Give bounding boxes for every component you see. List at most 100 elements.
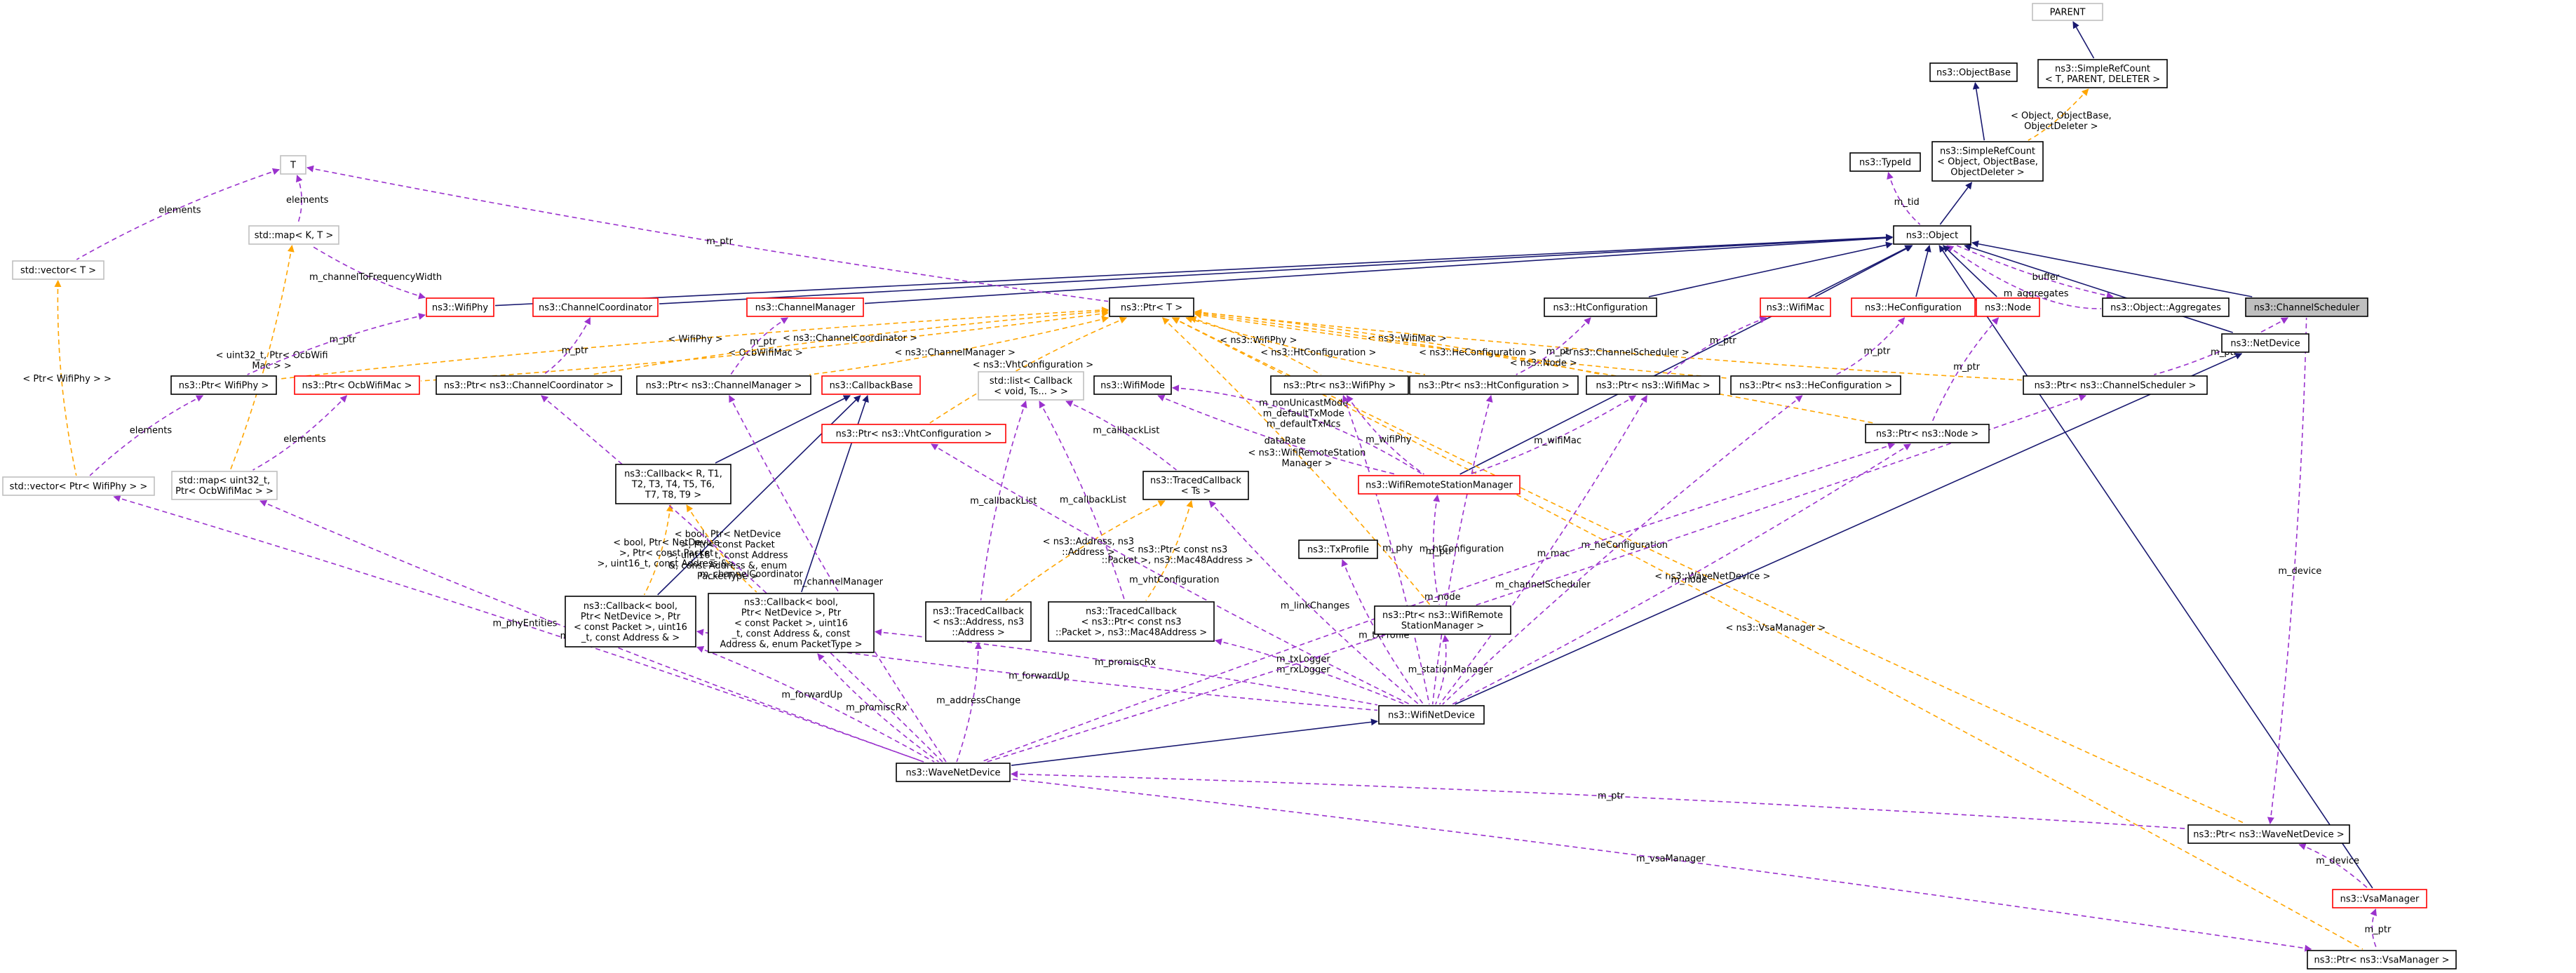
edge-label: m_promiscRx	[1095, 657, 1156, 668]
class-node-ptr-wifi-phy[interactable]: ns3::Ptr< WifiPhy >	[170, 375, 277, 395]
inherit-edge-line	[494, 234, 1893, 307]
edge-label-line: < WifiPhy >	[668, 334, 722, 344]
class-node-simple-ref-count-obj[interactable]: ns3::SimpleRefCount< Object, ObjectBase,…	[1931, 141, 2044, 182]
class-node-he-configuration[interactable]: ns3::HeConfiguration	[1851, 297, 1976, 317]
class-node-object[interactable]: ns3::Object	[1893, 225, 1971, 245]
class-node-channel-coordinator[interactable]: ns3::ChannelCoordinator	[532, 297, 659, 317]
usage-edge-line	[1432, 495, 1441, 605]
class-node-channel-manager[interactable]: ns3::ChannelManager	[746, 297, 864, 317]
edge-ptr-t-to-ptr-channel-coordinator: < ns3::ChannelCoordinator >	[592, 308, 1109, 375]
class-node-list-callback[interactable]: std::list< Callback< void, Ts... > >	[978, 371, 1084, 401]
class-name-line: std::map< K, T >	[255, 231, 334, 241]
class-node-vector-t[interactable]: std::vector< T >	[12, 260, 104, 280]
class-node-channel-scheduler[interactable]: ns3::ChannelScheduler	[2245, 297, 2368, 317]
edge-label: m_ptr	[1598, 791, 1625, 802]
edge-label: < ns3::ChannelCoordinator >	[783, 333, 917, 344]
class-node-tx-profile[interactable]: ns3::TxProfile	[1298, 539, 1378, 559]
edge-ptr-ht-configuration-to-wifi-net-device: m_htConfiguration	[1420, 395, 1504, 705]
edge-label: m_vsaManager	[1636, 854, 1706, 864]
class-node-type-id[interactable]: ns3::TypeId	[1849, 152, 1921, 172]
class-name-line: ns3::Ptr< ns3::WaveNetDevice >	[2193, 830, 2344, 840]
class-node-simple-ref-count[interactable]: ns3::SimpleRefCount< T, PARENT, DELETER …	[2037, 59, 2168, 88]
class-node-traced-callback-ts[interactable]: ns3::TracedCallback< Ts >	[1142, 471, 1249, 500]
edge-label-line: &, const Address &, enum	[668, 561, 787, 571]
class-node-wifi-phy[interactable]: ns3::WifiPhy	[426, 297, 494, 317]
edge-list-callback-to-traced-callback-addr: m_callbackList	[970, 401, 1037, 601]
class-node-callback-base[interactable]: ns3::CallbackBase	[821, 375, 921, 395]
class-node-traced-callback-pkt[interactable]: ns3::TracedCallback< ns3::Ptr< const ns3…	[1048, 601, 1215, 642]
edge-label-line: < ns3::Ptr< const ns3	[1127, 544, 1227, 555]
edge-object-to-ht-configuration	[1648, 241, 1893, 297]
template-edge-line	[1194, 309, 2023, 381]
class-node-map-kt[interactable]: std::map< K, T >	[248, 225, 339, 245]
class-node-net-device[interactable]: ns3::NetDevice	[2221, 333, 2309, 353]
class-node-map-uint-ocb[interactable]: std::map< uint32_t,Ptr< OcbWifiMac > >	[171, 471, 278, 500]
class-name-line: ns3::WifiNetDevice	[1388, 711, 1475, 721]
edge-ptr-t-to-ptr-channel-manager: < ns3::ChannelManager >	[809, 316, 1110, 375]
class-node-wifi-remote-station-manager[interactable]: ns3::WifiRemoteStationManager	[1358, 475, 1520, 495]
class-node-ptr-node[interactable]: ns3::Ptr< ns3::Node >	[1865, 424, 1990, 443]
edge-list-callback-to-traced-callback-ts: m_callbackList	[1065, 401, 1177, 471]
class-name-line: ::Address >	[952, 628, 1005, 638]
class-node-parent[interactable]: PARENT	[2032, 3, 2103, 21]
usage-edge-line	[1516, 317, 1591, 375]
class-node-ptr-ocb-wifi-mac[interactable]: ns3::Ptr< OcbWifiMac >	[294, 375, 420, 395]
class-node-wifi-mac[interactable]: ns3::WifiMac	[1760, 297, 1831, 317]
class-name-line: < Object, ObjectBase,	[1937, 157, 2038, 168]
edge-label-line: < ns3::Address, ns3	[1043, 537, 1134, 547]
class-node-ptr-ns-wifi-phy[interactable]: ns3::Ptr< ns3::WifiPhy >	[1270, 375, 1409, 395]
class-name-line: ns3::SimpleRefCount	[1940, 147, 2035, 157]
class-name-line: ns3::TxProfile	[1307, 545, 1369, 556]
edge-ptr-t-to-ptr-ht-configuration: < ns3::HtConfiguration >	[1185, 316, 1426, 375]
edge-label: m_ptr	[1710, 336, 1737, 347]
class-node-ptr-wave-net-device[interactable]: ns3::Ptr< ns3::WaveNetDevice >	[2187, 824, 2350, 844]
edge-wifi-phy-to-ptr-wifi-phy: m_ptr	[247, 313, 426, 375]
edge-ptr-t-to-ptr-wifi-phy: < WifiPhy >	[277, 307, 1109, 380]
class-node-ptr-vht-configuration[interactable]: ns3::Ptr< ns3::VhtConfiguration >	[821, 424, 1006, 443]
edge-label-line: m_callbackList	[1060, 495, 1126, 505]
template-edge-line	[1185, 316, 1426, 375]
class-node-ptr-vsa-manager[interactable]: ns3::Ptr< ns3::VsaManager >	[2307, 950, 2457, 969]
class-node-ptr-channel-manager[interactable]: ns3::Ptr< ns3::ChannelManager >	[636, 375, 811, 395]
edge-type-id-to-object: m_tid	[1887, 172, 1921, 225]
class-box	[1109, 297, 1194, 317]
class-node-ptr-channel-scheduler[interactable]: ns3::Ptr< ns3::ChannelScheduler >	[2023, 375, 2208, 395]
class-name: ns3::Ptr< T >	[1121, 303, 1182, 314]
class-name-line: < const Packet >, uint16	[574, 622, 687, 633]
class-name-line: < const Packet >, uint16	[734, 619, 848, 629]
edge-wave-net-device-to-ptr-wave-net-device: m_ptr	[1011, 770, 2187, 830]
class-name-line: ns3::Node	[1985, 303, 2031, 314]
edge-label-line: m_callbackList	[970, 496, 1037, 506]
class-box	[2332, 889, 2427, 908]
class-node-ptr-he-configuration[interactable]: ns3::Ptr< ns3::HeConfiguration >	[1730, 375, 1901, 395]
edge-wifi-mac-to-ptr-wifi-mac: m_ptr	[1666, 316, 1767, 375]
class-name: ns3::Ptr< ns3::HtConfiguration >	[1418, 381, 1569, 391]
class-node-ht-configuration[interactable]: ns3::HtConfiguration	[1544, 297, 1657, 317]
class-node-ptr-channel-coordinator[interactable]: ns3::Ptr< ns3::ChannelCoordinator >	[436, 375, 622, 395]
class-node-object-base[interactable]: ns3::ObjectBase	[1929, 62, 2018, 82]
class-node-ptr-t[interactable]: ns3::Ptr< T >	[1109, 297, 1194, 317]
class-box	[294, 375, 420, 395]
class-node-vector-ptr-wifi-phy[interactable]: std::vector< Ptr< WifiPhy > >	[2, 476, 155, 496]
edge-object-to-node	[1943, 245, 1997, 297]
class-name-line: ns3::ChannelCoordinator	[539, 303, 653, 314]
class-node-aggregates[interactable]: ns3::Object::Aggregates	[2102, 297, 2230, 317]
class-name-line: ns3::Ptr< ns3::VhtConfiguration >	[836, 429, 992, 440]
class-node-wave-net-device[interactable]: ns3::WaveNetDevice	[896, 763, 1011, 782]
class-node-wifi-net-device[interactable]: ns3::WifiNetDevice	[1378, 705, 1485, 725]
class-node-node[interactable]: ns3::Node	[1976, 297, 2040, 317]
edge-label-line: < ns3::ChannelManager >	[895, 347, 1016, 358]
class-node-t[interactable]: T	[280, 155, 306, 175]
class-node-callback-bool2[interactable]: ns3::Callback< bool,Ptr< NetDevice >, Pt…	[708, 593, 875, 653]
usage-edge-line	[541, 395, 943, 763]
class-node-wifi-mode[interactable]: ns3::WifiMode	[1093, 375, 1172, 395]
edge-object-to-wifi-mac	[1815, 245, 1913, 297]
class-node-ptr-wifi-mac[interactable]: ns3::Ptr< ns3::WifiMac >	[1586, 375, 1720, 395]
class-node-ptr-ht-configuration[interactable]: ns3::Ptr< ns3::HtConfiguration >	[1409, 375, 1579, 395]
class-node-callback-bool1[interactable]: ns3::Callback< bool,Ptr< NetDevice >, Pt…	[565, 596, 696, 647]
class-node-callback-r[interactable]: ns3::Callback< R, T1,T2, T3, T4, T5, T6,…	[615, 464, 731, 504]
class-node-traced-callback-addr[interactable]: ns3::TracedCallback< ns3::Address, ns3::…	[925, 601, 1032, 642]
class-name-line: < ns3::Address, ns3	[933, 617, 1024, 628]
class-node-vsa-manager[interactable]: ns3::VsaManager	[2332, 889, 2427, 908]
